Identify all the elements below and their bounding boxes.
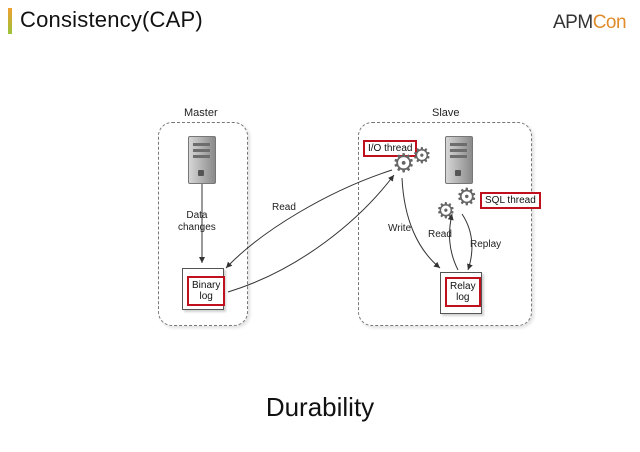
master-label: Master [184, 107, 218, 119]
read-binlog-label: Read [272, 202, 296, 213]
slave-label: Slave [432, 107, 460, 119]
binary-log-document-icon: Binary log [182, 268, 226, 310]
sql-thread-gear-icon: ⚙ [456, 184, 478, 211]
slide-title: Consistency(CAP) [20, 7, 203, 32]
relay-log-document-icon: Relay log [440, 272, 482, 314]
binary-log-line2: log [199, 291, 213, 302]
conclusion-text: Durability [265, 392, 375, 422]
relay-log-label: Relay log [445, 277, 481, 307]
data-changes-line1: Data [186, 210, 208, 221]
relay-log-line1: Relay [450, 281, 476, 292]
write-relay-label: Write [388, 223, 412, 234]
io-thread-label: I/O thread [363, 140, 418, 157]
read-relay-label: Read [428, 229, 452, 240]
logo-prefix: APM [553, 12, 593, 33]
title-accent-bar [8, 8, 12, 34]
binary-log-label: Binary log [187, 276, 226, 306]
slave-server-icon [445, 136, 473, 184]
binary-log-line1: Binary [192, 280, 221, 291]
master-server-icon [188, 136, 216, 184]
sql-thread-gear-icon-small: ⚙ [436, 198, 456, 223]
sql-thread-label: SQL thread [480, 192, 541, 209]
io-thread-gear-icon: ⚙ [392, 148, 416, 178]
data-changes-line2: changes [178, 222, 216, 233]
replay-label: Replay [470, 239, 502, 250]
data-changes-label: Data changes [178, 210, 216, 234]
apmcon-logo: APMCon [553, 12, 627, 34]
relay-log-line2: log [456, 292, 470, 303]
logo-suffix: Con [592, 12, 627, 33]
io-thread-gear-icon-small: ⚙ [412, 143, 432, 168]
